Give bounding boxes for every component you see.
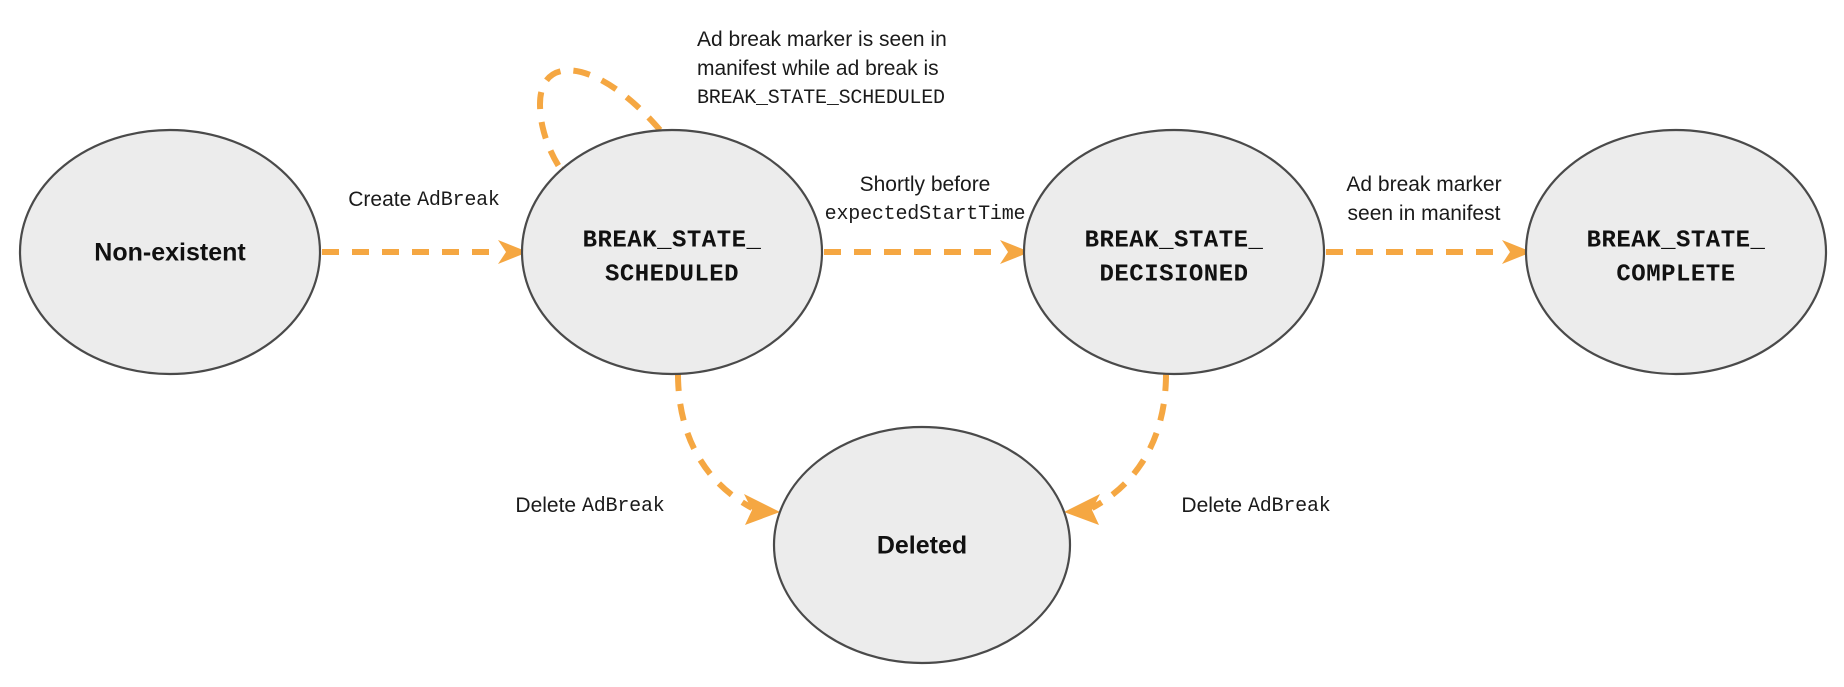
node-non-existent-label: Non-existent (94, 239, 246, 267)
node-break-state-scheduled-label-line1: BREAK_STATE_ (583, 227, 762, 254)
node-non-existent-shape (18, 128, 322, 376)
node-break-state-complete-label-line1: BREAK_STATE_ (1587, 227, 1766, 254)
edge-label-delete-from-scheduled: Delete AdBreak (515, 494, 664, 519)
edge-marker-seen-arrowhead (1502, 240, 1532, 264)
edge-shortly-before-arrowhead (1000, 240, 1030, 264)
node-break-state-decisioned[interactable]: BREAK_STATE_ DECISIONED (1022, 128, 1326, 376)
node-layer: Non-existent BREAK_STATE_ SCHEDULED BREA… (18, 128, 1828, 665)
node-break-state-decisioned-shape (1022, 128, 1326, 376)
edge-delete-from-scheduled-arrowhead (744, 494, 780, 525)
edge-scheduled-self-loop-line (536, 67, 663, 184)
node-break-state-complete-shape (1524, 128, 1828, 376)
node-deleted-shape (772, 425, 1072, 665)
edge-marker-seen[interactable] (1326, 240, 1532, 264)
node-break-state-decisioned-label-line2: DECISIONED (1099, 261, 1248, 288)
edge-delete-from-decisioned-line (1090, 373, 1169, 511)
edge-shortly-before[interactable] (824, 240, 1030, 264)
edge-delete-from-decisioned-arrowhead (1064, 494, 1100, 525)
node-break-state-scheduled-shape (520, 128, 824, 376)
edge-label-layer: Create AdBreak Ad break marker is seen i… (348, 28, 1501, 519)
edge-delete-from-scheduled[interactable] (675, 373, 780, 525)
edge-delete-from-scheduled-line (675, 373, 754, 511)
node-non-existent[interactable]: Non-existent (18, 128, 322, 376)
edge-label-delete-from-decisioned: Delete AdBreak (1181, 494, 1330, 519)
node-break-state-scheduled-label-line2: SCHEDULED (605, 261, 739, 288)
node-break-state-scheduled[interactable]: BREAK_STATE_ SCHEDULED (520, 128, 824, 376)
node-break-state-decisioned-label-line1: BREAK_STATE_ (1085, 227, 1264, 254)
node-break-state-complete-label-line2: COMPLETE (1616, 261, 1735, 288)
edge-label-create-adbreak: Create AdBreak (348, 188, 500, 213)
edge-create-adbreak[interactable] (322, 240, 528, 264)
node-break-state-complete[interactable]: BREAK_STATE_ COMPLETE (1524, 128, 1828, 376)
node-deleted[interactable]: Deleted (772, 425, 1072, 665)
edge-delete-from-decisioned[interactable] (1064, 373, 1169, 525)
node-deleted-label: Deleted (877, 532, 967, 560)
edge-create-adbreak-arrowhead (498, 240, 528, 264)
